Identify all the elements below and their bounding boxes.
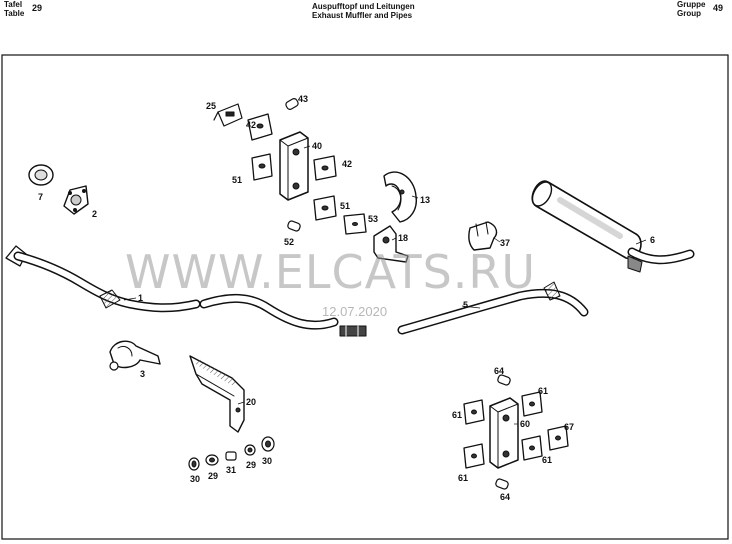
callout-61-left: 61 — [452, 410, 462, 420]
part-61-pad-top-right — [521, 391, 543, 417]
callout-5: 5 — [463, 300, 468, 310]
callout-37: 37 — [500, 238, 510, 248]
diagram-frame — [1, 54, 729, 540]
callout-61-bottom-left: 61 — [458, 473, 468, 483]
part-67-pad — [547, 425, 569, 451]
part-13-heat-shield — [383, 171, 417, 223]
part-6-muffler — [531, 180, 695, 273]
part-51-pad-left — [251, 153, 273, 181]
pipe-connector-sleeve — [339, 325, 367, 337]
callout-1: 1 — [138, 293, 143, 303]
callout-51-lower: 51 — [340, 201, 350, 211]
group-number: 49 — [713, 3, 724, 13]
callout-30-right: 30 — [262, 456, 272, 466]
part-51-pad-lower — [313, 195, 337, 221]
part-42-rubber-pad-right — [313, 155, 337, 181]
table-number: 29 — [32, 3, 43, 13]
part-61-pad-left — [463, 399, 485, 425]
part-53-small-pad — [343, 213, 367, 235]
middle-pipe — [199, 293, 339, 330]
part-37-rubber-hanger — [468, 221, 498, 251]
callout-43: 43 — [298, 94, 308, 104]
callout-64-upper: 64 — [494, 366, 504, 376]
callout-30-left: 30 — [190, 474, 200, 484]
part-20-support-bracket — [189, 355, 245, 433]
part-5-rear-pipe — [397, 281, 589, 335]
part-2-flange-gasket — [63, 185, 89, 215]
callout-51-left: 51 — [232, 175, 242, 185]
callout-7: 7 — [38, 192, 43, 202]
callout-29-right: 29 — [246, 460, 256, 470]
part-30-washer-left — [188, 457, 200, 471]
callout-2: 2 — [92, 209, 97, 219]
callout-60: 60 — [520, 419, 530, 429]
part-61-pad-bottom-right — [521, 435, 543, 461]
part-64-bolt-lower — [495, 478, 509, 490]
part-1-front-pipe — [5, 245, 201, 313]
title-de: Auspufftopf und Leitungen — [312, 2, 415, 11]
part-60-rubber-mount — [489, 397, 519, 469]
callout-6: 6 — [650, 235, 655, 245]
part-61-pad-bottom-left — [463, 443, 485, 469]
callout-31: 31 — [226, 465, 236, 475]
callout-13: 13 — [420, 195, 430, 205]
part-43-bolt — [285, 98, 299, 110]
group-label-de: Gruppe — [677, 0, 706, 9]
group-label-en: Group — [677, 9, 701, 18]
watermark-date: 12.07.2020 — [322, 304, 388, 319]
part-18-angle-bracket — [373, 225, 409, 263]
callout-61-top-right: 61 — [538, 386, 548, 396]
part-30-washer-right — [261, 436, 275, 452]
callout-18: 18 — [398, 233, 408, 243]
callout-61-bottom-right: 61 — [542, 455, 552, 465]
table-label-en: Table — [4, 9, 25, 18]
part-29-nut-right — [244, 444, 256, 456]
callout-3: 3 — [140, 369, 145, 379]
part-25-bracket — [213, 103, 243, 127]
table-label-de: Tafel — [4, 0, 23, 9]
callout-64-lower: 64 — [500, 492, 510, 502]
callout-25: 25 — [206, 101, 216, 111]
callout-42-upper: 42 — [246, 120, 256, 130]
part-52-bolt — [287, 220, 301, 232]
callout-29-left: 29 — [208, 471, 218, 481]
watermark-text: WWW.ELCATS.RU — [125, 245, 537, 299]
part-40-rubber-mount — [279, 131, 309, 201]
part-42-rubber-pad-upper — [247, 113, 273, 141]
callout-52: 52 — [284, 237, 294, 247]
title-en: Exhaust Muffler and Pipes — [312, 11, 413, 20]
callout-40: 40 — [312, 141, 322, 151]
part-31-spacer — [225, 451, 237, 461]
part-64-bolt-upper — [497, 374, 511, 386]
callout-67: 67 — [564, 422, 574, 432]
part-3-pipe-clamp — [109, 340, 161, 371]
callout-53: 53 — [368, 214, 378, 224]
callout-42-right: 42 — [342, 159, 352, 169]
callout-20: 20 — [246, 397, 256, 407]
part-29-nut-left — [205, 454, 219, 466]
part-7-gasket-ring — [28, 164, 54, 186]
leader-lines — [123, 145, 647, 425]
